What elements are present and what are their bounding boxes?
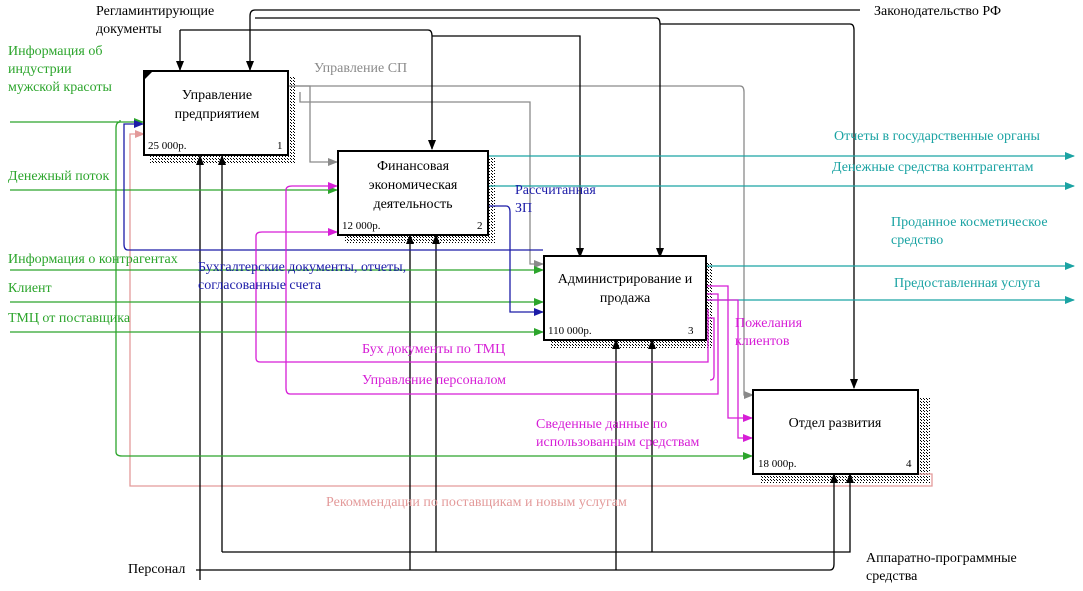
label-goods-from-supplier: ТМЦ от поставщика	[8, 311, 131, 326]
label-counterparty-info: Информация о контрагентах	[8, 252, 178, 267]
box-3-number: 3	[688, 325, 694, 337]
label-accounting-docs: Бухгалтерские документы, отчеты, согласо…	[198, 260, 407, 293]
box-2[interactable]	[337, 150, 489, 236]
box-1-corner	[144, 71, 153, 80]
label-staff-management: Управление персоналом	[362, 373, 507, 388]
label-gov-reports: Отчеты в государственные органы	[834, 129, 1040, 144]
box-4-title: Отдел развития	[788, 416, 882, 431]
box-1[interactable]	[143, 70, 289, 156]
label-staff: Персонал	[128, 562, 186, 577]
input-arrows	[10, 118, 752, 456]
control-arrows	[176, 9, 860, 389]
navy-arrows	[123, 120, 544, 316]
label-usage-summary: Сведенные данные по использованным средс…	[536, 417, 700, 450]
label-service-provided: Предоставленная услуга	[894, 276, 1041, 291]
label-industry-info: Информация об индустрии мужской красоты	[8, 44, 112, 95]
label-sold-cosmetics: Проданное косметическое средство	[891, 215, 1048, 248]
label-client: Клиент	[8, 281, 52, 296]
box-2-title: Финансовая экономическая деятельность	[368, 159, 458, 212]
box-4[interactable]	[752, 389, 919, 475]
label-sp-management: Управление СП	[314, 61, 408, 76]
box-2-cost: 12 000р.	[342, 220, 381, 232]
box-1-title: Управление предприятием	[174, 88, 260, 122]
box-3[interactable]	[543, 255, 707, 341]
label-regulations: Регламинтирующие документы	[96, 4, 215, 37]
label-calculated-salary: Рассчитанная ЗП	[515, 183, 596, 216]
box-2-number: 2	[477, 220, 483, 232]
feedback-arrows	[255, 182, 753, 442]
label-client-wishes: Пожелания клиентов	[735, 316, 803, 349]
output-arrows	[488, 152, 1075, 304]
label-law: Законодательство РФ	[874, 4, 1002, 19]
box-3-cost: 110 000р.	[548, 325, 592, 337]
recommendations-arrow	[129, 130, 933, 487]
box-3-title: Администрирование и продажа	[557, 272, 693, 306]
label-recommendations: Рекоммендации по поставщикам и новым усл…	[326, 495, 627, 510]
box-1-cost: 25 000р.	[148, 140, 187, 152]
sp-management-arrow	[288, 85, 754, 399]
box-1-number: 1	[277, 140, 283, 152]
label-goods-docs: Бух документы по ТМЦ	[362, 342, 506, 357]
box-4-number: 4	[906, 458, 912, 470]
box-4-cost: 18 000р.	[758, 458, 797, 470]
label-money-flow: Денежный поток	[8, 169, 110, 184]
label-hardware-software: Аппаратно-программные средства	[866, 551, 1017, 584]
mechanism-arrows	[196, 155, 854, 580]
label-counterparty-funds: Денежные средства контрагентам	[832, 160, 1034, 175]
